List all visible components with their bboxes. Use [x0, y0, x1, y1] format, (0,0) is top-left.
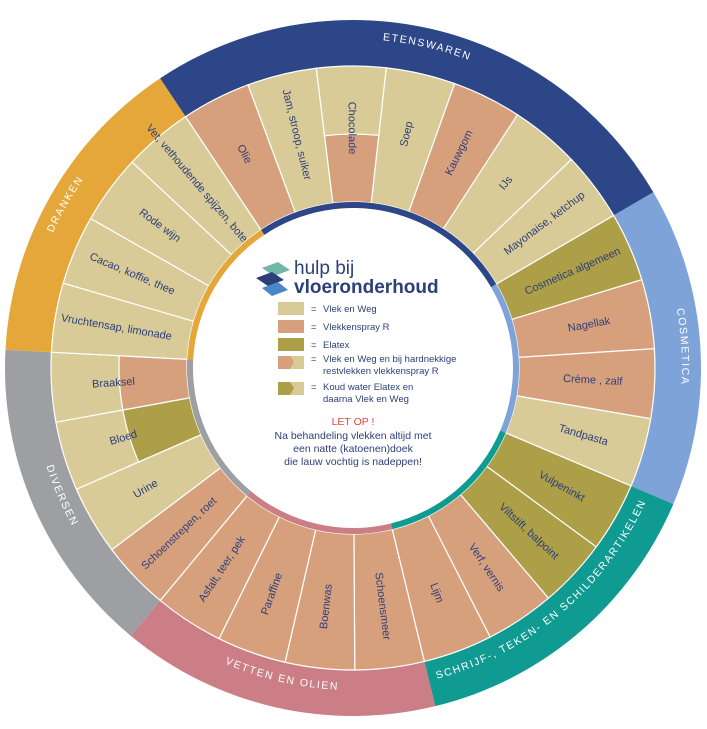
brand-logo: hulp bij vloeronderhoud [256, 258, 439, 298]
legend-eq: = [311, 322, 317, 333]
legend-label: Koud water Elatex en [323, 382, 413, 393]
segment-label: Braaksel [92, 376, 135, 391]
legend-swatch [278, 302, 304, 315]
segment-label: Boenwas [318, 583, 335, 630]
legend-eq: = [311, 340, 317, 351]
legend-item-elatex: = Elatex [278, 338, 350, 351]
legend: = Vlek en Weg = Vlekkenspray R = Elatex … [278, 302, 456, 405]
warning-note: LET OP ! Na behandeling vlekken altijd m… [274, 416, 431, 468]
legend-item-split-vw-r: = Vlek en Weg en bij hardnekkige restvle… [278, 354, 456, 377]
brand-line-2: vloeronderhoud [294, 277, 439, 298]
segment: Verf, vernis [427, 493, 550, 638]
brand-line-1: hulp bij [294, 258, 354, 279]
legend-label: Vlekkenspray R [323, 322, 390, 333]
legend-eq: = [311, 354, 317, 365]
inner-accent-ring [186, 201, 519, 534]
legend-label: Vlek en Weg [323, 304, 377, 315]
segment: Schoensmeer [353, 528, 426, 671]
warning-line-2: een natte (katoenen)doek [293, 443, 413, 455]
category-band [130, 600, 436, 716]
legend-item-vlek-en-weg: = Vlek en Weg [278, 302, 377, 315]
warning-line-1: Na behandeling vlekken altijd met [274, 430, 431, 442]
category-band [4, 349, 161, 636]
legend-swatch [278, 338, 304, 351]
legend-eq: = [311, 304, 317, 315]
legend-label: Vlek en Weg en bij hardnekkige [323, 354, 456, 365]
segment: Vruchtensap, limonade [50, 282, 195, 360]
category-band [160, 19, 654, 216]
logo-icon [256, 262, 290, 296]
category-accent [186, 359, 251, 496]
category-accent [491, 284, 519, 433]
legend-eq: = [311, 382, 317, 393]
segment: Braaksel [50, 351, 191, 423]
category-band [424, 486, 674, 707]
legend-item-vlekkenspray: = Vlekkenspray R [278, 320, 390, 333]
segment: Jam, stroop, suiker [247, 67, 334, 214]
category-accent [247, 491, 393, 534]
legend-label-2: restvlekken vlekkenspray R [323, 366, 439, 377]
legend-swatch-part [278, 382, 294, 395]
segment-label: Crème , zalf [563, 373, 624, 388]
legend-label: Elatex [323, 340, 350, 351]
warning-title: LET OP ! [332, 416, 375, 428]
category-band [613, 192, 701, 504]
warning-line-3: die lauw vochtig is nadeppen! [284, 456, 422, 468]
legend-swatch [278, 320, 304, 333]
legend-item-split-el-vw: = Koud water Elatex en daarna Vlek en We… [278, 382, 413, 405]
segment-label: Chocolade [346, 102, 358, 155]
category-band [5, 78, 186, 353]
segment-label: Soep [398, 120, 415, 148]
legend-label-2: daarna Vlek en Weg [323, 394, 409, 405]
legend-swatch-part [278, 356, 294, 369]
segment: Paraffine [218, 515, 317, 663]
